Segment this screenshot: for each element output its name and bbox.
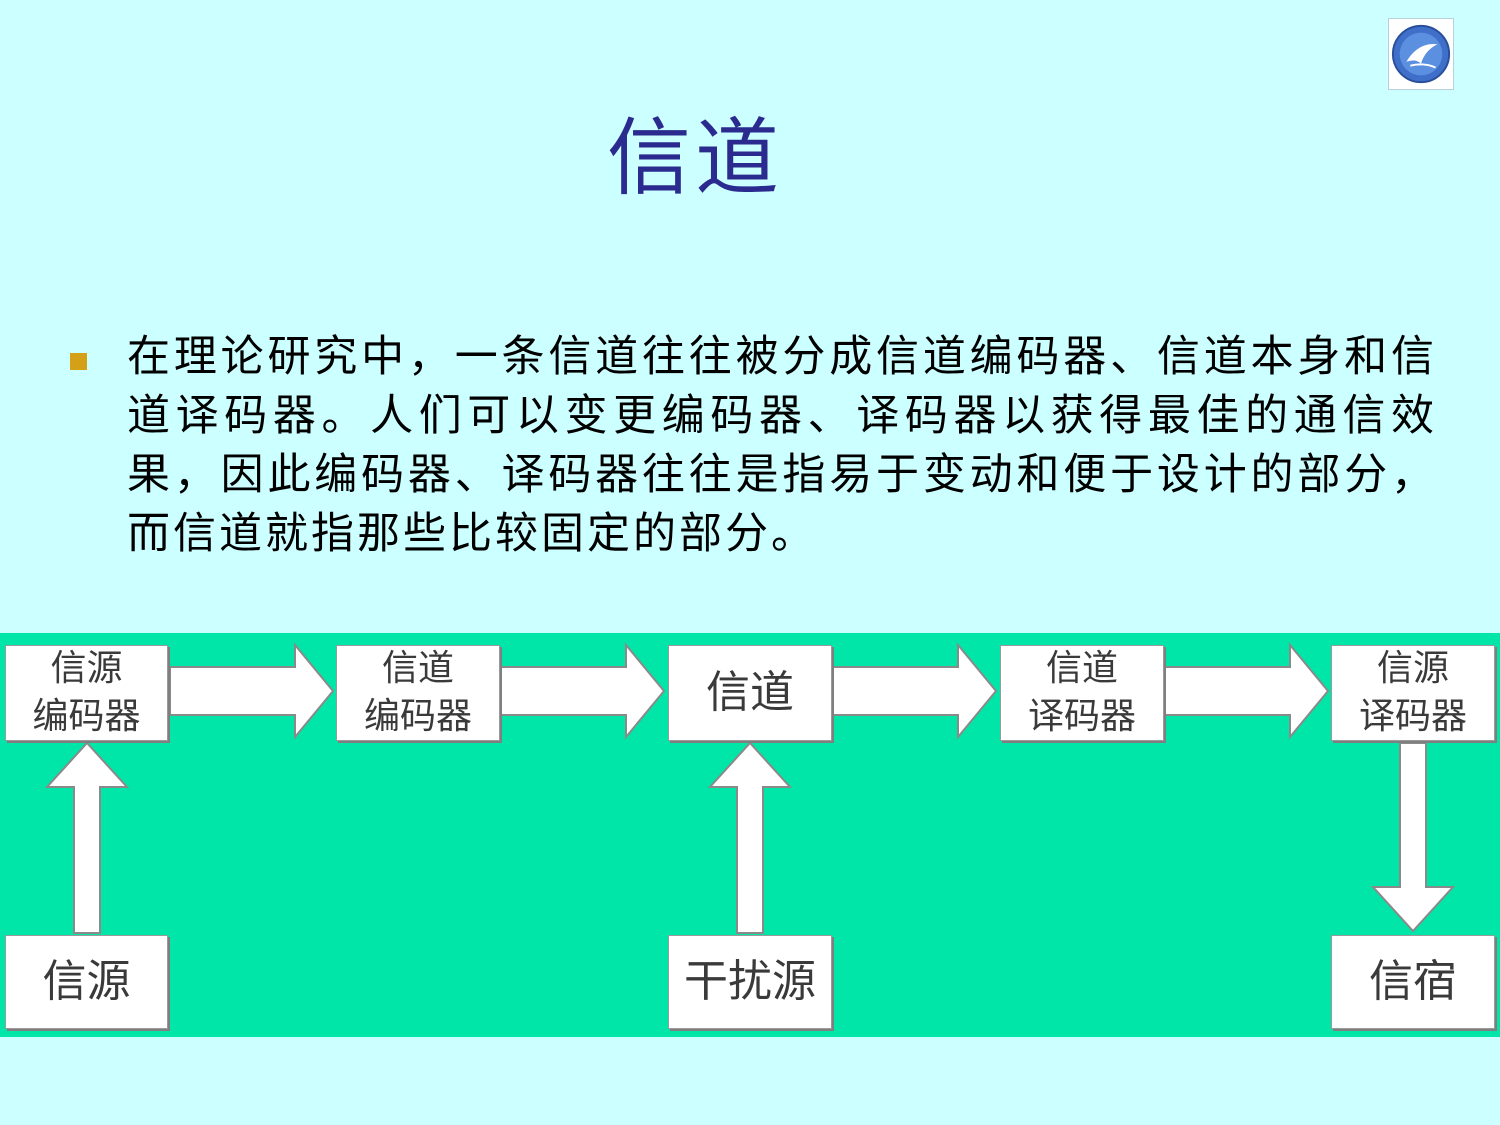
source-label: 信源 [42, 956, 131, 1007]
arrow-right-3 [832, 642, 998, 740]
bullet-square-icon [70, 353, 87, 370]
channel-block-diagram: 信源 编码器 信道 编码器 信道 信道 译码器 信源 译码器 信源 干扰源 信宿 [0, 633, 1500, 1037]
slide-title: 信道 [606, 109, 783, 207]
source-box: 信源 [5, 935, 168, 1029]
channel-decoder-box: 信道 译码器 [1000, 645, 1164, 741]
source-encoder-box: 信源 编码器 [5, 645, 168, 741]
arrow-right-1 [169, 642, 335, 740]
arrow-up-noise [707, 741, 793, 934]
channel-box: 信道 [668, 645, 832, 741]
channel-encoder-label: 信道 编码器 [363, 648, 472, 737]
source-encoder-label: 信源 编码器 [32, 648, 141, 737]
sink-box: 信宿 [1331, 935, 1495, 1029]
channel-decoder-label: 信道 译码器 [1027, 648, 1136, 737]
bullet-paragraph: 在理论研究中，一条信道往往被分成信道编码器、信道本身和信道译码器。人们可以变更编… [127, 332, 1437, 559]
university-logo [1388, 18, 1454, 90]
channel-label: 信道 [706, 667, 794, 718]
arrow-right-4 [1164, 642, 1330, 740]
university-emblem-icon [1391, 24, 1451, 84]
sink-label: 信宿 [1369, 956, 1457, 1007]
channel-encoder-box: 信道 编码器 [336, 645, 500, 741]
arrow-right-2 [500, 642, 666, 740]
diagram-arrows [44, 642, 1456, 934]
noise-source-label: 干扰源 [684, 956, 816, 1007]
source-decoder-label: 信源 译码器 [1358, 648, 1467, 737]
arrow-up-source [44, 741, 130, 934]
noise-source-box: 干扰源 [668, 935, 832, 1029]
source-decoder-box: 信源 译码器 [1331, 645, 1495, 741]
arrow-down-sink [1370, 742, 1456, 933]
